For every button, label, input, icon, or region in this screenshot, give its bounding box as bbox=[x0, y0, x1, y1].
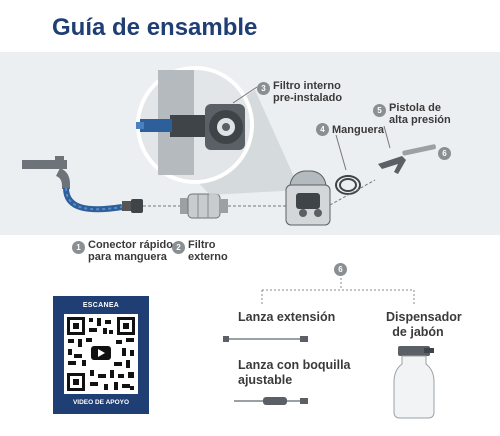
step-label-1-line2: para manguera bbox=[88, 251, 167, 263]
accessory-label-nozzle-lance-line2: ajustable bbox=[238, 373, 293, 387]
quick-connector-icon bbox=[122, 199, 143, 213]
page-title: Guía de ensamble bbox=[52, 14, 258, 41]
step-label-3-line1: Filtro interno bbox=[273, 80, 341, 92]
accessories-bracket bbox=[261, 278, 415, 305]
step-badge-1: 1 bbox=[72, 241, 85, 254]
qr-top-text: ESCANEA bbox=[82, 302, 120, 309]
step-label-3: Filtro interno pre-instalado bbox=[273, 80, 342, 104]
accessory-label-nozzle-lance-line1: Lanza con boquilla bbox=[238, 358, 351, 372]
accessory-label-soap-dispenser-line1: Dispensador bbox=[386, 310, 462, 324]
accessory-label-soap-dispenser-line2: de jabón bbox=[392, 325, 444, 339]
step-label-1: Conector rápido para manguera bbox=[88, 239, 173, 263]
step-badge-6: 6 bbox=[438, 147, 451, 160]
qr-bottom-text: VIDEO DE APOYO bbox=[72, 399, 130, 406]
step-label-1-line1: Conector rápido bbox=[88, 239, 173, 251]
step-label-5-line1: Pistola de bbox=[389, 102, 441, 114]
accessory-label-nozzle-lance: Lanza con boquilla ajustable bbox=[238, 358, 351, 388]
step-badge-5: 5 bbox=[373, 104, 386, 117]
adjustable-nozzle-lance-icon bbox=[234, 397, 308, 405]
step-badge-4: 4 bbox=[316, 123, 329, 136]
pressure-washer-icon bbox=[285, 170, 331, 226]
step-badge-2: 2 bbox=[172, 241, 185, 254]
qr-code-icon bbox=[64, 314, 138, 394]
step-label-3-line2: pre-instalado bbox=[273, 92, 343, 104]
accessory-label-soap-dispenser: Dispensador de jabón bbox=[386, 310, 462, 340]
step-label-5-line2: alta presión bbox=[389, 114, 451, 126]
step-label-2-line2: externo bbox=[188, 251, 228, 263]
accessory-label-extension-lance: Lanza extensión bbox=[238, 310, 336, 324]
external-filter-icon bbox=[180, 193, 228, 219]
spray-gun-icon bbox=[378, 144, 436, 174]
qr-code-box[interactable]: ESCANEA VIDEO DE APOYO bbox=[53, 296, 149, 414]
soap-dispenser-icon bbox=[393, 346, 435, 419]
step-badge-3: 3 bbox=[257, 82, 270, 95]
accessories-badge: 6 bbox=[334, 263, 347, 276]
garden-hose bbox=[63, 187, 123, 213]
faucet-icon bbox=[22, 156, 70, 189]
internal-filter-zoom bbox=[136, 66, 254, 184]
extension-lance-icon bbox=[223, 336, 308, 342]
step-label-2-line1: Filtro bbox=[188, 239, 216, 251]
step-label-2: Filtro externo bbox=[188, 239, 228, 263]
step-label-4: Manguera bbox=[332, 124, 384, 136]
step-label-5: Pistola de alta presión bbox=[389, 102, 451, 126]
high-pressure-hose-icon bbox=[335, 175, 361, 195]
